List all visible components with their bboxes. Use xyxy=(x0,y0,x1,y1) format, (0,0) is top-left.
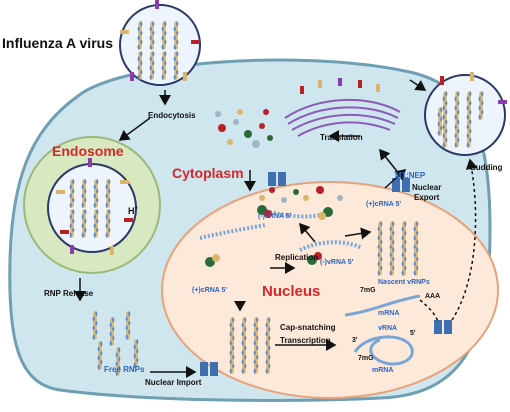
endosome-virus xyxy=(48,164,136,252)
nucleus-label: Nucleus xyxy=(262,283,320,300)
budding-label: Budding xyxy=(470,163,503,172)
translation-label: Translation xyxy=(320,133,363,142)
diagram-title: Influenza A virus xyxy=(2,35,113,51)
mrna-bottom-label: mRNA xyxy=(372,367,393,374)
five-prime-label: 5' xyxy=(410,330,416,337)
rnp-release-label: RNP Release xyxy=(44,289,94,298)
nascent-vrnps-label: Nascent vRNPs xyxy=(378,279,430,286)
replication-label: Replication xyxy=(275,253,318,262)
vrna-minus-label-2: (-)vRNA 5' xyxy=(320,259,354,266)
transcription-label: Transcription xyxy=(280,336,331,345)
vrna-minus-label-1: (-)vRNA 5' xyxy=(258,213,292,220)
cap-snatching-label: Cap-snatching xyxy=(280,323,336,332)
incoming-virus xyxy=(120,0,200,85)
mrna-top-label: mRNA xyxy=(378,310,399,317)
free-rnps-label: Free RNPs xyxy=(104,365,145,374)
three-prime-label: 3' xyxy=(352,337,358,344)
exporting-rnps-cluster xyxy=(439,108,441,135)
crna-plus-label-1: (+)cRNA 5' xyxy=(366,201,401,208)
crna-plus-label-2: (+)cRNA 5' xyxy=(192,287,227,294)
m1-nep-label: M1:NEP xyxy=(395,171,426,180)
vrna-bottom-label: vRNA xyxy=(378,325,397,332)
cap-top-label: 7mG xyxy=(360,287,376,294)
aaa-label: AAA xyxy=(425,293,440,300)
nuclear-import-label: Nuclear Import xyxy=(145,378,202,387)
endocytosis-label: Endocytosis xyxy=(148,111,196,120)
cap-bottom-label: 7mG xyxy=(358,355,374,362)
endosome-label: Endosome xyxy=(52,143,124,159)
cytoplasm-label: Cytoplasm xyxy=(172,165,244,181)
